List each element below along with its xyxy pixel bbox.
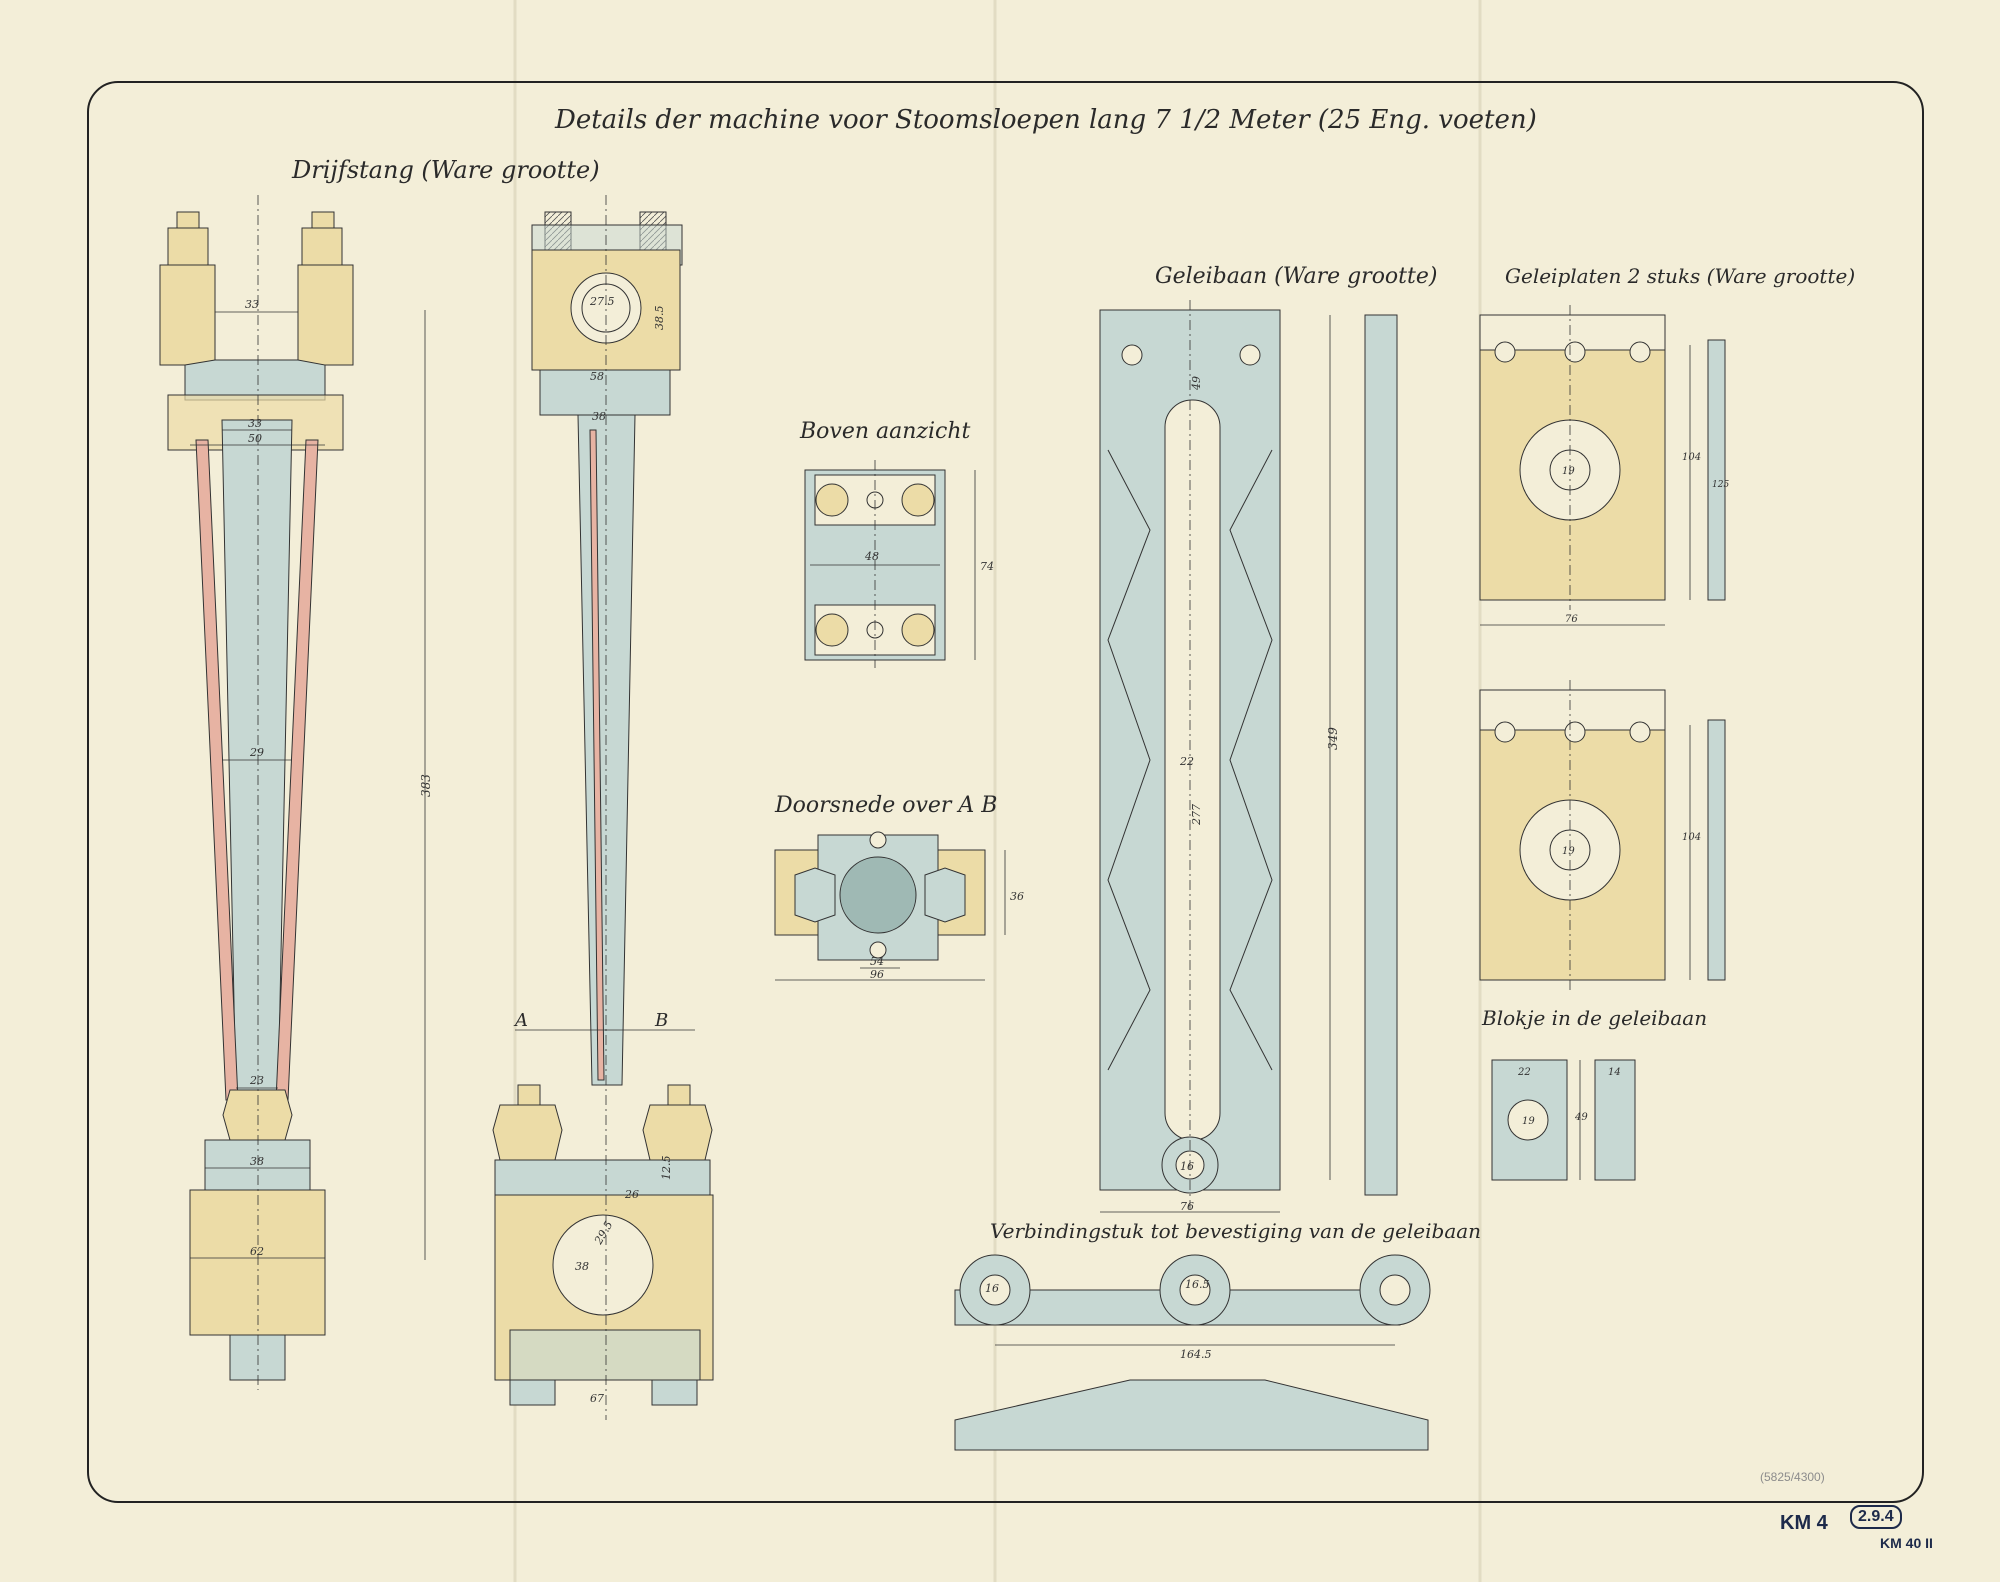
geleiplaten-view: Geleiplaten 2 stuks (Ware grootte) 104 1… [1479, 264, 1855, 990]
section-mark-a: A [513, 1010, 528, 1031]
dim-label: 58 [590, 370, 604, 383]
dim-label: 104 [1682, 452, 1701, 463]
section-mark-b: B [654, 1010, 668, 1031]
dim-label: 23 [249, 1074, 264, 1087]
dim-label: 277 [1190, 804, 1203, 826]
verbindingstuk-label: Verbindingstuk tot bevestiging van de ge… [990, 1219, 1481, 1243]
verbindingstuk-view: Verbindingstuk tot bevestiging van de ge… [954, 1219, 1481, 1451]
dim-label: 19 [1562, 466, 1575, 477]
pencil-note: (5825/4300) [1760, 1470, 1825, 1484]
boven-aanzicht-view: Boven aanzicht 48 74 [799, 419, 994, 668]
dim-label: 38.5 [653, 306, 666, 331]
dim-label: 36 [1010, 890, 1024, 903]
drijfstang-side-view: Drijfstang (Ware grootte) 33 33 [159, 156, 600, 1390]
doorsnede-view: Doorsnede over A B 54 96 36 [774, 793, 1024, 981]
dim-label: 48 [864, 550, 879, 563]
dim-label: 33 [248, 417, 262, 430]
geleibaan-label: Geleibaan (Ware grootte) [1155, 264, 1437, 289]
dim-label: 14 [1608, 1067, 1621, 1078]
dim-label: 96 [870, 968, 884, 981]
drijfstang-label: Drijfstang (Ware grootte) [291, 156, 600, 184]
dim-label: 16.5 [1185, 1278, 1210, 1291]
dim-label: 27.5 [589, 295, 615, 308]
blokje-view: Blokje in de geleibaan 22 14 49 19 [1481, 1006, 1707, 1181]
dim-label: 49 [1190, 376, 1203, 391]
dim-label: 38 [575, 1260, 589, 1273]
blokje-label: Blokje in de geleibaan [1481, 1006, 1707, 1030]
dim-label: 62 [250, 1245, 264, 1258]
dim-label: 104 [1682, 832, 1701, 843]
dim-label: 76 [1180, 1200, 1194, 1213]
dim-label: 26 [624, 1188, 639, 1201]
dim-label: 349 [1326, 727, 1340, 750]
dim-label: 16 [985, 1282, 999, 1295]
drijfstang-front-view: A B 27.5 38.5 58 38 26 29.5 38 67 12.5 [492, 195, 714, 1420]
archive-sub: KM 40 II [1880, 1535, 1933, 1551]
geleiplaten-label: Geleiplaten 2 stuks (Ware grootte) [1505, 264, 1855, 288]
sheet-title: Details der machine voor Stoomsloepen la… [554, 105, 1537, 135]
dim-label: 22 [1517, 1067, 1531, 1078]
dim-label: 74 [980, 560, 994, 573]
archive-box: 2.9.4 [1850, 1505, 1902, 1529]
doorsnede-label: Doorsnede over A B [774, 793, 997, 818]
dim-label: 38 [250, 1155, 264, 1168]
dim-label: 38 [592, 410, 606, 423]
dim-label: 12.5 [660, 1156, 673, 1181]
dim-label: 49 [1574, 1112, 1588, 1123]
dim-label: 164.5 [1180, 1348, 1212, 1361]
geleibaan-view: Geleibaan (Ware grootte) 49 22 277 349 7… [1099, 264, 1437, 1213]
dim-label: 67 [590, 1392, 604, 1405]
archive-stamp: KM 4 [1780, 1512, 1828, 1534]
dim-label: 76 [1565, 614, 1578, 625]
dim-label: 125 [1712, 480, 1729, 490]
dim-label: 50 [248, 432, 262, 445]
dim-label: 29 [249, 746, 264, 759]
dim-label: 33 [245, 298, 259, 311]
dim-label: 54 [870, 955, 884, 968]
border-frame [87, 81, 1924, 1503]
dim-label: 19 [1562, 846, 1575, 857]
boven-aanzicht-label: Boven aanzicht [799, 419, 971, 444]
dim-label: 19 [1522, 1116, 1535, 1127]
dim-label: 22 [1179, 755, 1194, 768]
dim-label: 16 [1180, 1160, 1194, 1173]
dim-label: 383 [419, 774, 433, 797]
